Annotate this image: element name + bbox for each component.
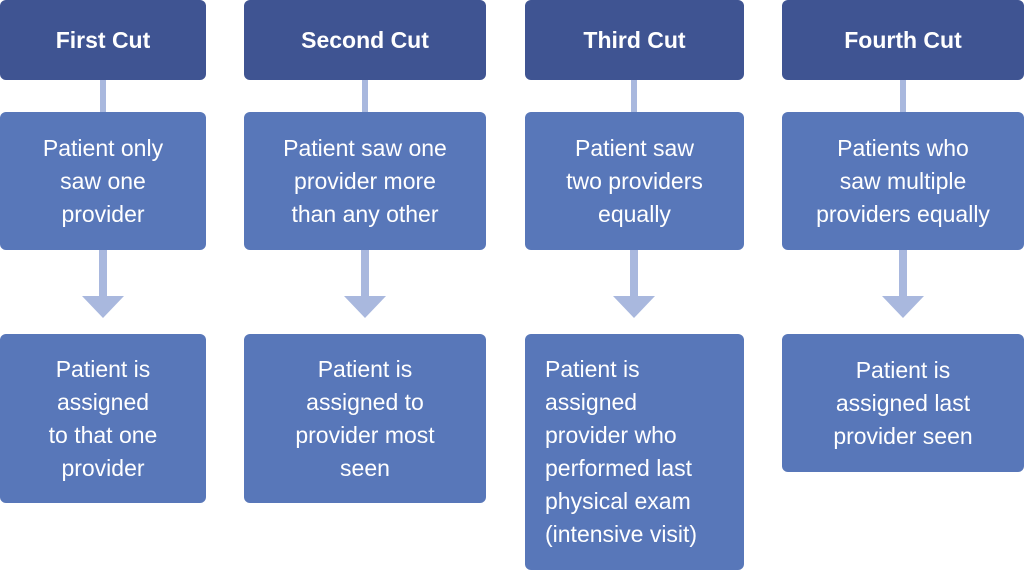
header-third-cut: Third Cut [525,0,744,80]
result-box-second-cut: Patient is assigned to provider most see… [244,334,486,503]
condition-box-second-cut: Patient saw one provider more than any o… [244,112,486,250]
flow-column-second-cut: Second Cut Patient saw one provider more… [244,0,486,570]
flow-column-first-cut: First Cut Patient only saw one provider … [0,0,206,570]
connector-line [100,80,106,112]
connector-line [362,80,368,112]
result-box-third-cut: Patient is assigned provider who perform… [525,334,744,570]
flow-column-third-cut: Third Cut Patient saw two providers equa… [525,0,744,570]
connector-line [900,80,906,112]
condition-box-first-cut: Patient only saw one provider [0,112,206,250]
header-first-cut: First Cut [0,0,206,80]
condition-box-fourth-cut: Patients who saw multiple providers equa… [782,112,1024,250]
down-arrow-icon [613,250,655,318]
result-box-first-cut: Patient is assigned to that one provider [0,334,206,503]
down-arrow-icon [344,250,386,318]
result-box-fourth-cut: Patient is assigned last provider seen [782,334,1024,472]
flow-column-fourth-cut: Fourth Cut Patients who saw multiple pro… [782,0,1024,570]
connector-line [631,80,637,112]
header-fourth-cut: Fourth Cut [782,0,1024,80]
down-arrow-icon [882,250,924,318]
header-second-cut: Second Cut [244,0,486,80]
condition-box-third-cut: Patient saw two providers equally [525,112,744,250]
down-arrow-icon [82,250,124,318]
